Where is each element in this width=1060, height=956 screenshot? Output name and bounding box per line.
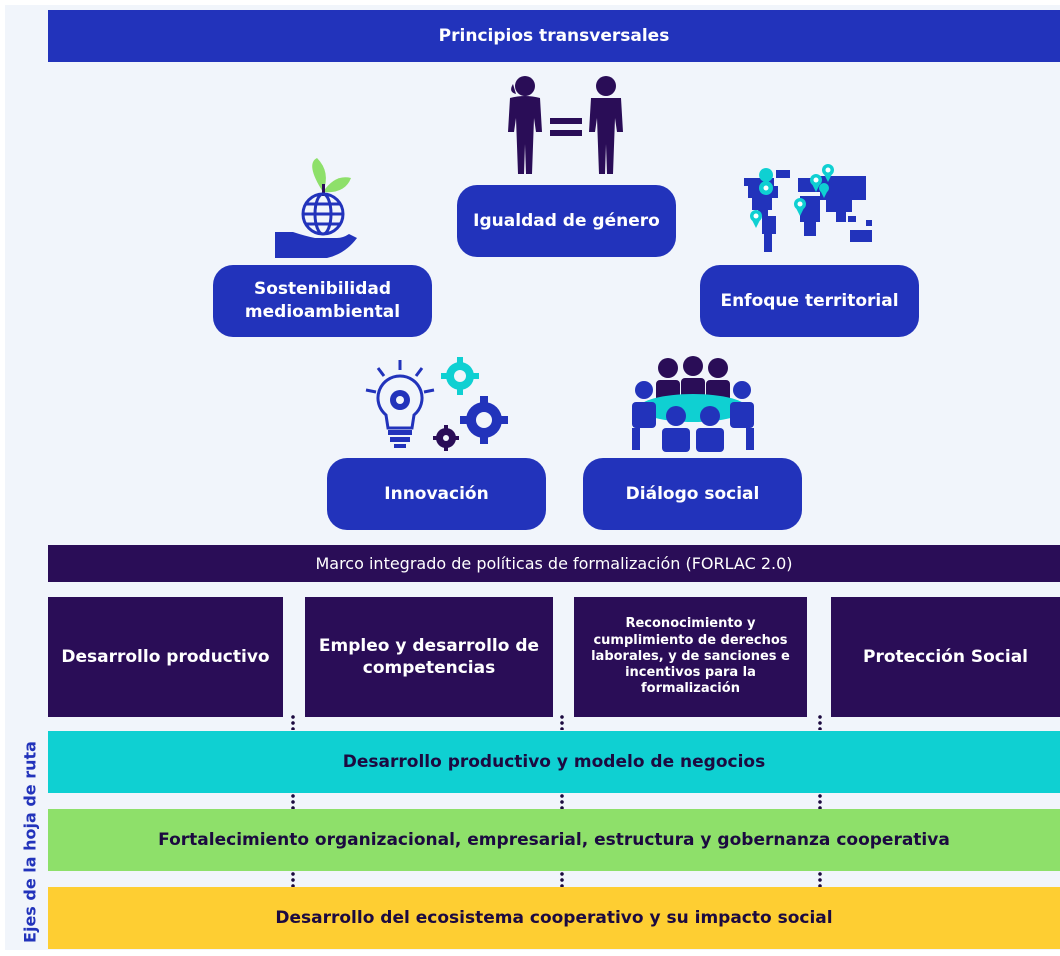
world-map-pins-icon	[744, 164, 872, 252]
pillar-proteccion-social: Protección Social	[831, 597, 1060, 717]
principle-dialogo-social: Diálogo social	[583, 458, 802, 530]
principle-enfoque-territorial: Enfoque territorial	[700, 265, 919, 337]
principles-header: Principios transversales	[48, 10, 1060, 62]
axis-ecosistema-cooperativo: Desarrollo del ecosistema cooperativo y …	[48, 887, 1060, 949]
connector-dots	[818, 871, 822, 887]
connector-dots	[560, 714, 564, 730]
connector-dots	[291, 793, 295, 809]
axis-desarrollo-productivo-modelo-negocios: Desarrollo productivo y modelo de negoci…	[48, 731, 1060, 793]
pillar-desarrollo-productivo: Desarrollo productivo	[48, 597, 283, 717]
globe-plant-hand-icon	[275, 158, 357, 258]
axes-vertical-label: Ejes de la hoja de ruta	[20, 741, 40, 943]
connector-dots	[291, 871, 295, 887]
connector-dots	[560, 793, 564, 809]
people-equal-icon	[508, 76, 623, 174]
meeting-table-icon	[632, 356, 754, 452]
framework-bar: Marco integrado de políticas de formaliz…	[48, 545, 1060, 582]
lightbulb-gears-icon	[365, 357, 508, 451]
principle-igualdad-de-genero: Igualdad de género	[457, 185, 676, 257]
connector-dots	[291, 714, 295, 730]
connector-dots	[560, 871, 564, 887]
axis-fortalecimiento-organizacional: Fortalecimiento organizacional, empresar…	[48, 809, 1060, 871]
pillar-derechos-laborales: Reconocimiento y cumplimiento de derecho…	[574, 597, 807, 717]
principle-sostenibilidad-medioambiental: Sostenibilidad medioambiental	[213, 265, 432, 337]
connector-dots	[818, 714, 822, 730]
connector-dots	[818, 793, 822, 809]
principle-innovacion: Innovación	[327, 458, 546, 530]
pillar-empleo-competencias: Empleo y desarrollo de competencias	[305, 597, 553, 717]
